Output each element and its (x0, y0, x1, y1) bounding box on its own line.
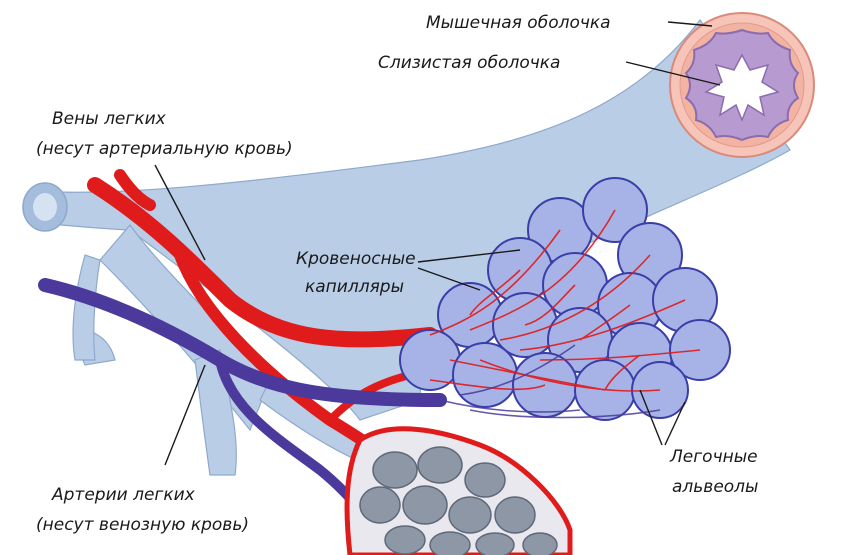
label-pulmonary-arteries-note: (несут венозную кровь) (36, 515, 249, 535)
label-alveoli-2: альвеолы (672, 477, 758, 497)
label-alveoli: Легочные (669, 447, 758, 467)
label-pulmonary-veins-note: (несут артериальную кровь) (36, 139, 293, 159)
bronchus-cross-section (670, 13, 814, 157)
bronchus-lumen (33, 193, 57, 221)
alveolar-sac-section (347, 429, 570, 555)
label-pulmonary-arteries: Артерии легких (51, 485, 196, 505)
label-mucous-layer: Слизистая оболочка (378, 53, 560, 73)
label-pulmonary-veins: Вены легких (52, 109, 167, 129)
label-muscle-layer: Мышечная оболочка (426, 13, 611, 33)
label-capillaries-2: капилляры (305, 277, 404, 297)
label-capillaries: Кровеносные (296, 249, 416, 269)
